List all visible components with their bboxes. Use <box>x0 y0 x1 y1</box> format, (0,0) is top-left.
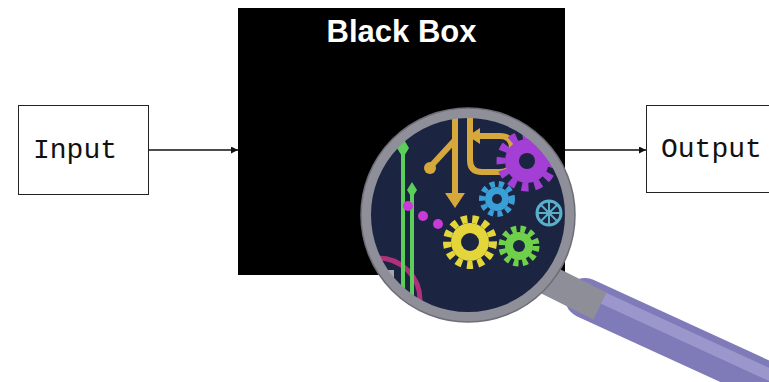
box-label: Output <box>647 134 762 165</box>
flow-arrow <box>149 149 238 151</box>
output-box: Output <box>646 105 769 193</box>
flow-arrow <box>565 149 646 151</box>
black-box: Black Box <box>238 8 565 275</box>
box-label: Input <box>19 135 117 166</box>
input-box: Input <box>18 105 149 195</box>
box-title: Black Box <box>238 14 565 50</box>
